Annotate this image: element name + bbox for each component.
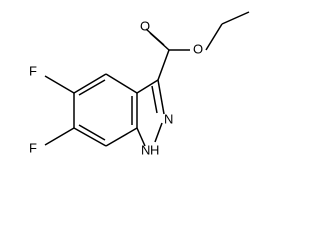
ester-bond-c3-carbonyl <box>157 49 170 81</box>
fluorine-lower-label: F <box>29 140 37 155</box>
benzene-bond-5-inner <box>78 124 106 141</box>
benzene-bond-2 <box>105 73 138 94</box>
ring-nh-hydrogen-label: H <box>150 142 159 157</box>
atom-label-group: F F N H N O O <box>29 18 203 157</box>
bond-group <box>44 11 250 147</box>
carbonyl-oxygen-label: O <box>140 18 150 33</box>
fluorine-upper-label: F <box>29 63 37 78</box>
pyrazole-bond-n1-c7a <box>136 127 146 147</box>
ester-oxygen-label: O <box>193 41 203 56</box>
substituent-bond-f-lower <box>44 127 75 146</box>
ester-bond-oxygen-ethyl <box>205 23 223 51</box>
benzene-bond-1 <box>73 73 107 94</box>
benzene-bond-1-inner <box>78 79 106 96</box>
ring-n1-label: N <box>141 142 150 157</box>
ester-bond-ethyl <box>221 11 250 25</box>
molecule-diagram: F F N H N O O <box>29 11 250 157</box>
ring-nitrogen-label: N <box>164 111 173 126</box>
benzene-bond-5 <box>73 127 107 147</box>
pyrazole-bond-c3-n2 <box>157 79 165 115</box>
substituent-bond-f-upper <box>44 75 75 94</box>
pyrazole-bond-c3-n2-inner <box>151 85 158 114</box>
benzene-bond-4 <box>105 127 138 147</box>
pyrazole-bond-n2-n1 <box>154 122 163 143</box>
pyrazole-bond-c3-c3a <box>136 79 159 94</box>
ester-bond-carbonyl-oxygen-inner <box>145 28 165 46</box>
